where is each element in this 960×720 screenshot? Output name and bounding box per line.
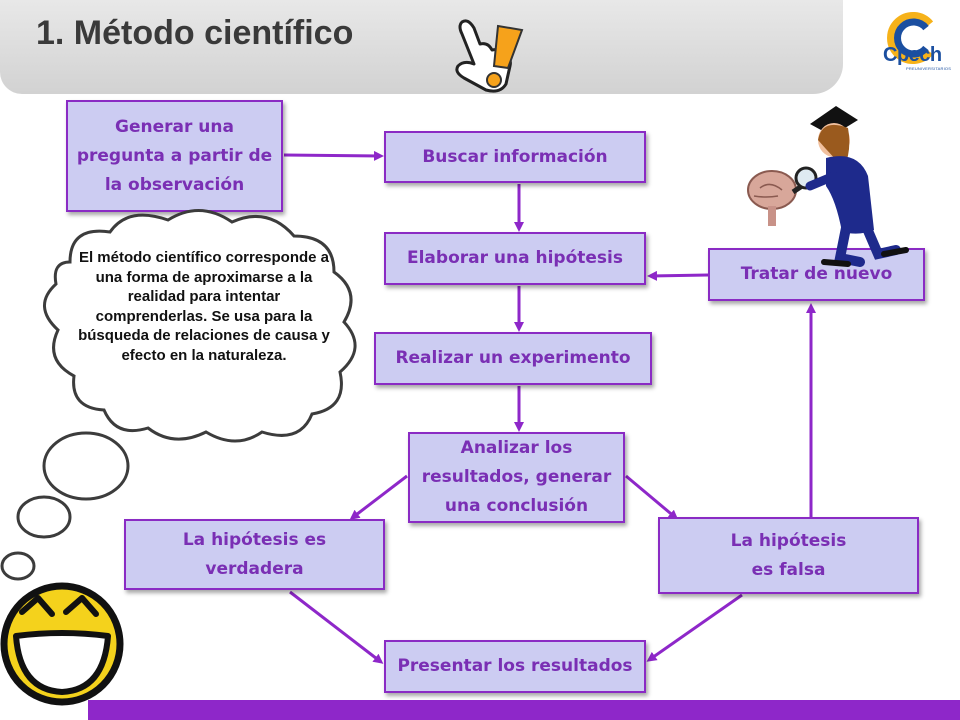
logo-wordmark: Cpech	[883, 44, 942, 66]
arrow-analizar-verdadera	[349, 474, 408, 520]
box-elaborar-hipotesis: Elaborar una hipótesis	[384, 232, 646, 285]
thought-bubbles	[0, 431, 130, 581]
box-generar-pregunta: Generar una pregunta a partir de la obse…	[66, 100, 283, 212]
logo-subtitle: PREUNIVERSITARIOS	[906, 66, 952, 71]
box-hipotesis-falsa: La hipótesis es falsa	[658, 517, 919, 594]
box-analizar-resultados: Analizar los resultados, generar una con…	[408, 432, 625, 523]
box-presentar-resultados: Presentar los resultados	[384, 640, 646, 693]
arrow-falsa-presentar	[646, 593, 743, 662]
laughing-smiley-icon	[0, 582, 124, 706]
arrow-verdadera-presentar	[289, 590, 384, 664]
box-hipotesis-verdadera: La hipótesis es verdadera	[124, 519, 385, 590]
cpech-logo	[887, 12, 934, 64]
box-buscar-informacion: Buscar información	[384, 131, 646, 183]
cloud-description: El método científico corresponde a una f…	[78, 249, 330, 364]
title-banner	[0, 0, 843, 94]
arrow-tratar-hipotesis	[647, 270, 709, 281]
box-realizar-experimento: Realizar un experimento	[374, 332, 652, 385]
arrow-analizar-falsa	[625, 474, 679, 520]
bottom-accent-bar	[88, 700, 960, 720]
box-tratar-de-nuevo: Tratar de nuevo	[708, 248, 925, 301]
arrow-generar-buscar	[283, 150, 384, 161]
scientist-with-magnifier-icon	[747, 106, 909, 267]
page-title: 1. Método científico	[36, 14, 354, 52]
